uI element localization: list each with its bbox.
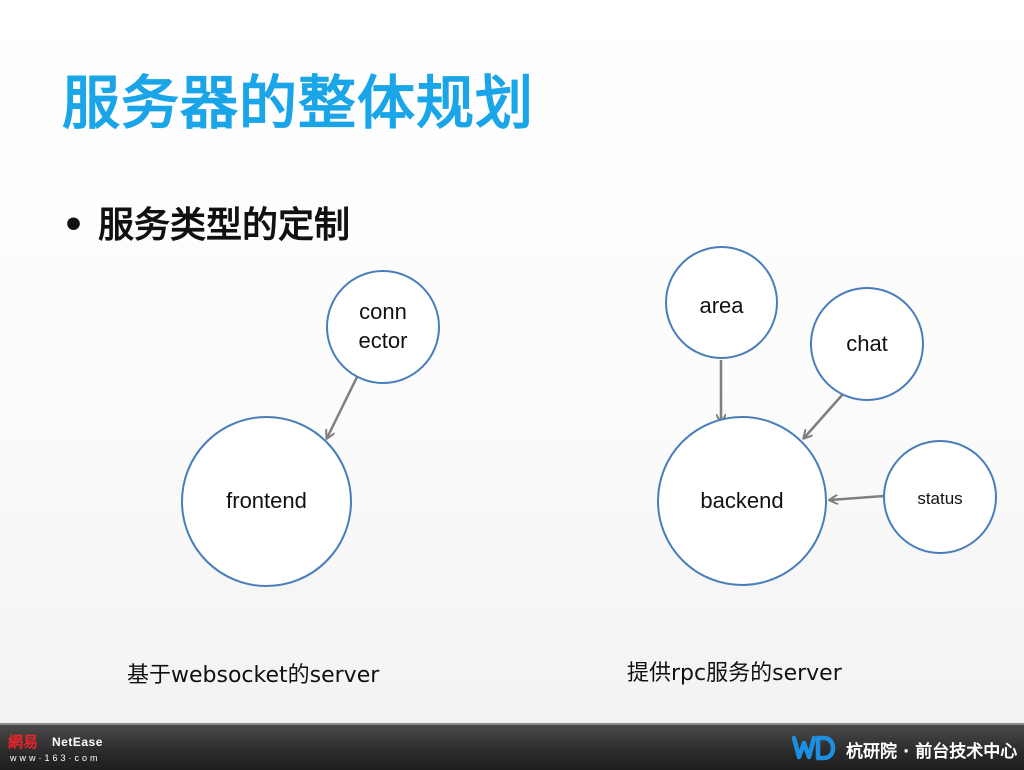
- node-chat: chat: [810, 287, 924, 401]
- footer-bar: 網易 NetEase www·163·com 杭研院 · 前台技术中心: [0, 723, 1024, 770]
- node-frontend-label: frontend: [226, 488, 307, 514]
- bullet-text: 服务类型的定制: [98, 205, 351, 246]
- arrow-chat-to-backend: [804, 393, 844, 438]
- node-connector-label: conn ector: [358, 299, 408, 353]
- node-backend-label: backend: [700, 487, 784, 513]
- wd-logo-icon: [792, 735, 836, 761]
- bullet-item: • 服务类型的定制: [62, 196, 350, 248]
- node-connector: conn ector: [326, 270, 440, 384]
- node-status-label: status: [917, 489, 963, 508]
- netease-logo-mark: 網易: [8, 733, 39, 751]
- netease-logo-name: NetEase: [52, 735, 103, 749]
- node-status: status: [883, 440, 997, 554]
- caption-frontend-server: 基于websocket的server: [127, 663, 380, 688]
- netease-logo-domain: www·163·com: [10, 753, 101, 763]
- arrow-status-to-backend: [830, 496, 885, 500]
- node-area-label: area: [699, 293, 744, 318]
- arrow-connector-to-frontend: [327, 376, 359, 438]
- organization-name: 杭研院 · 前台技术中心: [846, 742, 1018, 762]
- node-area: area: [665, 246, 778, 359]
- node-chat-label: chat: [846, 330, 888, 356]
- node-backend: backend: [657, 416, 827, 586]
- slide-title: 服务器的整体规划: [62, 69, 535, 137]
- bullet-marker: •: [62, 205, 86, 246]
- caption-backend-server: 提供rpc服务的server: [627, 661, 842, 686]
- node-frontend: frontend: [181, 416, 352, 587]
